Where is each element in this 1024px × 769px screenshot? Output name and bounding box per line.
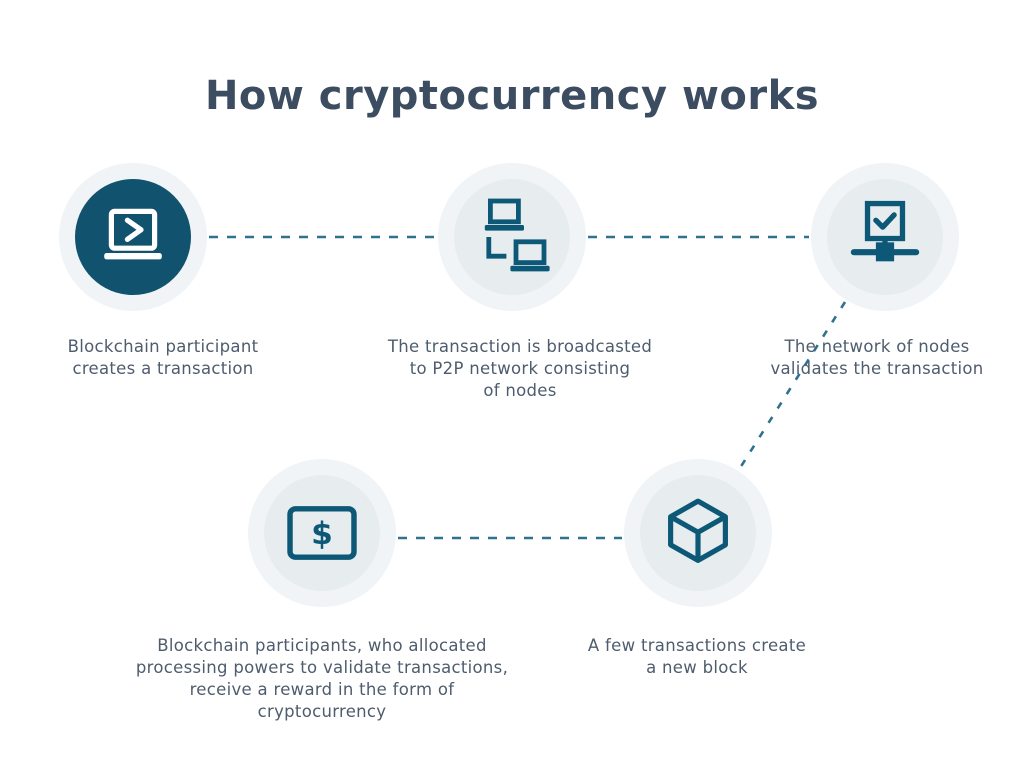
step-label-reward: Blockchain participants, who allocated p… <box>135 636 509 721</box>
node-outer-ring <box>624 459 772 607</box>
step-label-new-block: A few transactions create a new block <box>587 636 807 677</box>
page-title: How cryptocurrency works <box>204 72 820 119</box>
step-label-p2p-broadcast: The transaction is broadcasted to P2P ne… <box>387 337 653 400</box>
node-circle <box>640 475 756 591</box>
connector-step3-step4 <box>738 301 847 469</box>
node-circle <box>75 179 191 295</box>
step-node-create-transaction <box>59 163 207 311</box>
step-node-reward: $ <box>248 459 396 607</box>
node-outer-ring: $ <box>248 459 396 607</box>
node-outer-ring <box>438 163 586 311</box>
node-circle <box>454 179 570 295</box>
step-node-validation <box>811 163 959 311</box>
node-circle <box>827 179 943 295</box>
node-circle: $ <box>264 475 380 591</box>
node-outer-ring <box>59 163 207 311</box>
node-outer-ring <box>811 163 959 311</box>
step-node-p2p-broadcast <box>438 163 586 311</box>
block-cube-icon <box>668 498 728 563</box>
svg-text:$: $ <box>311 516 333 552</box>
step-label-create-transaction: Blockchain participant creates a transac… <box>67 337 259 378</box>
step-node-new-block <box>624 459 772 607</box>
p2p-network-icon <box>484 198 550 272</box>
laptop-transaction-icon <box>104 208 162 260</box>
node-validation-icon <box>850 200 920 262</box>
step-label-validation: The network of nodes validates the trans… <box>770 337 984 378</box>
crypto-reward-icon: $ <box>287 506 357 560</box>
